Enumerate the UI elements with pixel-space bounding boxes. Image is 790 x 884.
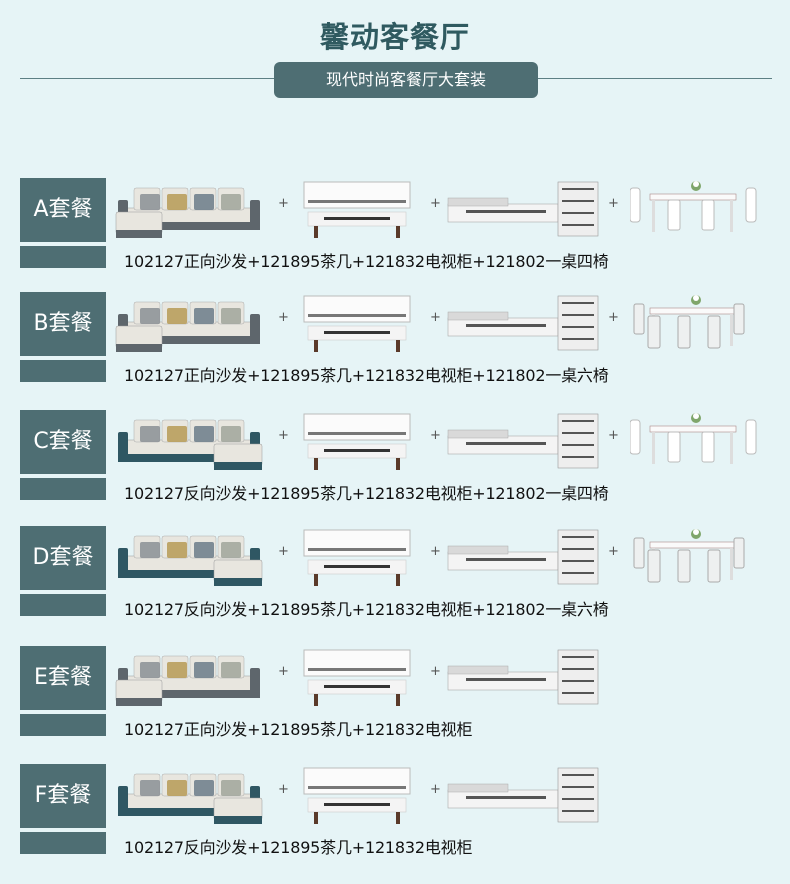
plus-sign: +	[430, 544, 441, 559]
package-label-bar	[20, 714, 106, 736]
sofa-image	[114, 526, 264, 592]
plus-sign: +	[608, 428, 619, 443]
coffee-table-image	[300, 764, 414, 830]
page-title: 馨动客餐厅	[319, 20, 470, 54]
package-d: D套餐 + + + 102127反向沙发+121895茶几+121832电视柜+1…	[0, 526, 790, 626]
plus-sign: +	[430, 782, 441, 797]
dining-set-image	[629, 178, 760, 244]
package-description: 102127正向沙发+121895茶几+121832电视柜	[124, 720, 473, 739]
tv-cabinet-image	[446, 764, 610, 830]
plus-sign: +	[278, 310, 289, 325]
package-a: A套餐 + + + 102127正向沙发+121895茶几+121832电视柜+1…	[0, 178, 790, 278]
plus-sign: +	[430, 428, 441, 443]
tv-cabinet-image	[446, 410, 610, 476]
subtitle-badge: 现代时尚客餐厅大套装	[274, 62, 538, 98]
package-description: 102127反向沙发+121895茶几+121832电视柜	[124, 838, 473, 857]
sofa-image	[114, 292, 264, 358]
plus-sign: +	[430, 664, 441, 679]
plus-sign: +	[278, 782, 289, 797]
plus-sign: +	[278, 428, 289, 443]
package-label: E套餐	[20, 646, 106, 710]
sofa-image	[114, 410, 264, 476]
package-description: 102127反向沙发+121895茶几+121832电视柜+121802一桌六椅	[124, 600, 609, 619]
plus-sign: +	[278, 664, 289, 679]
coffee-table-image	[300, 526, 414, 592]
package-label-bar	[20, 594, 106, 616]
plus-sign: +	[608, 544, 619, 559]
plus-sign: +	[608, 196, 619, 211]
package-label-bar	[20, 832, 106, 854]
dining-set-image	[629, 410, 760, 476]
plus-sign: +	[278, 196, 289, 211]
plus-sign: +	[608, 310, 619, 325]
tv-cabinet-image	[446, 646, 610, 712]
coffee-table-image	[300, 410, 414, 476]
dining-set-image	[630, 292, 760, 358]
tv-cabinet-image	[446, 292, 610, 358]
coffee-table-image	[300, 646, 414, 712]
package-c: C套餐 + + + 102127反向沙发+121895茶几+121832电视柜+1…	[0, 410, 790, 510]
package-description: 102127正向沙发+121895茶几+121832电视柜+121802一桌六椅	[124, 366, 609, 385]
tv-cabinet-image	[446, 178, 610, 244]
plus-sign: +	[278, 544, 289, 559]
package-label-bar	[20, 478, 106, 500]
package-b: B套餐 + + + 102127正向沙发+121895茶几+121832电视柜+1…	[0, 292, 790, 392]
sofa-image	[114, 646, 264, 712]
package-description: 102127正向沙发+121895茶几+121832电视柜+121802一桌四椅	[124, 252, 609, 271]
package-label: D套餐	[20, 526, 106, 590]
plus-sign: +	[430, 310, 441, 325]
tv-cabinet-image	[446, 526, 610, 592]
package-label: F套餐	[20, 764, 106, 828]
coffee-table-image	[300, 292, 414, 358]
package-label: A套餐	[20, 178, 106, 242]
coffee-table-image	[300, 178, 414, 244]
plus-sign: +	[430, 196, 441, 211]
dining-set-image	[630, 526, 760, 592]
package-label: C套餐	[20, 410, 106, 474]
package-label: B套餐	[20, 292, 106, 356]
package-label-bar	[20, 360, 106, 382]
sofa-image	[114, 178, 264, 244]
sofa-image	[114, 764, 264, 830]
package-label-bar	[20, 246, 106, 268]
package-f: F套餐 + + 102127反向沙发+121895茶几+121832电视柜	[0, 764, 790, 864]
package-description: 102127反向沙发+121895茶几+121832电视柜+121802一桌四椅	[124, 484, 609, 503]
package-e: E套餐 + + 102127正向沙发+121895茶几+121832电视柜	[0, 646, 790, 746]
